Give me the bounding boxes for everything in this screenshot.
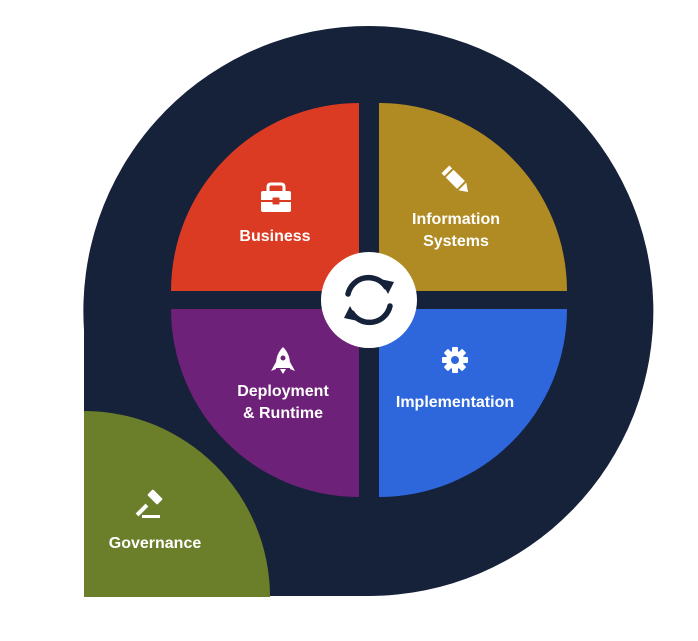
information-systems-label-line2: Systems bbox=[423, 233, 489, 250]
center-circle bbox=[321, 252, 417, 348]
deployment-label-line2: & Runtime bbox=[243, 405, 323, 422]
pencil-icon bbox=[441, 165, 469, 193]
information-systems-label-line1: Information bbox=[412, 211, 500, 228]
implementation-quadrant bbox=[379, 309, 567, 497]
briefcase-icon bbox=[261, 182, 291, 212]
governance-label: Governance bbox=[109, 535, 202, 552]
deployment-label-line1: Deployment bbox=[237, 383, 329, 400]
gear-icon bbox=[442, 347, 468, 373]
information-systems-quadrant bbox=[379, 103, 567, 291]
sync-arrowheads bbox=[344, 279, 394, 321]
gavel-icon bbox=[135, 489, 163, 518]
deployment-quadrant bbox=[171, 309, 359, 497]
implementation-label: Implementation bbox=[396, 394, 514, 411]
business-label: Business bbox=[239, 228, 310, 245]
governance-segment bbox=[84, 411, 270, 597]
rocket-icon bbox=[271, 347, 295, 374]
